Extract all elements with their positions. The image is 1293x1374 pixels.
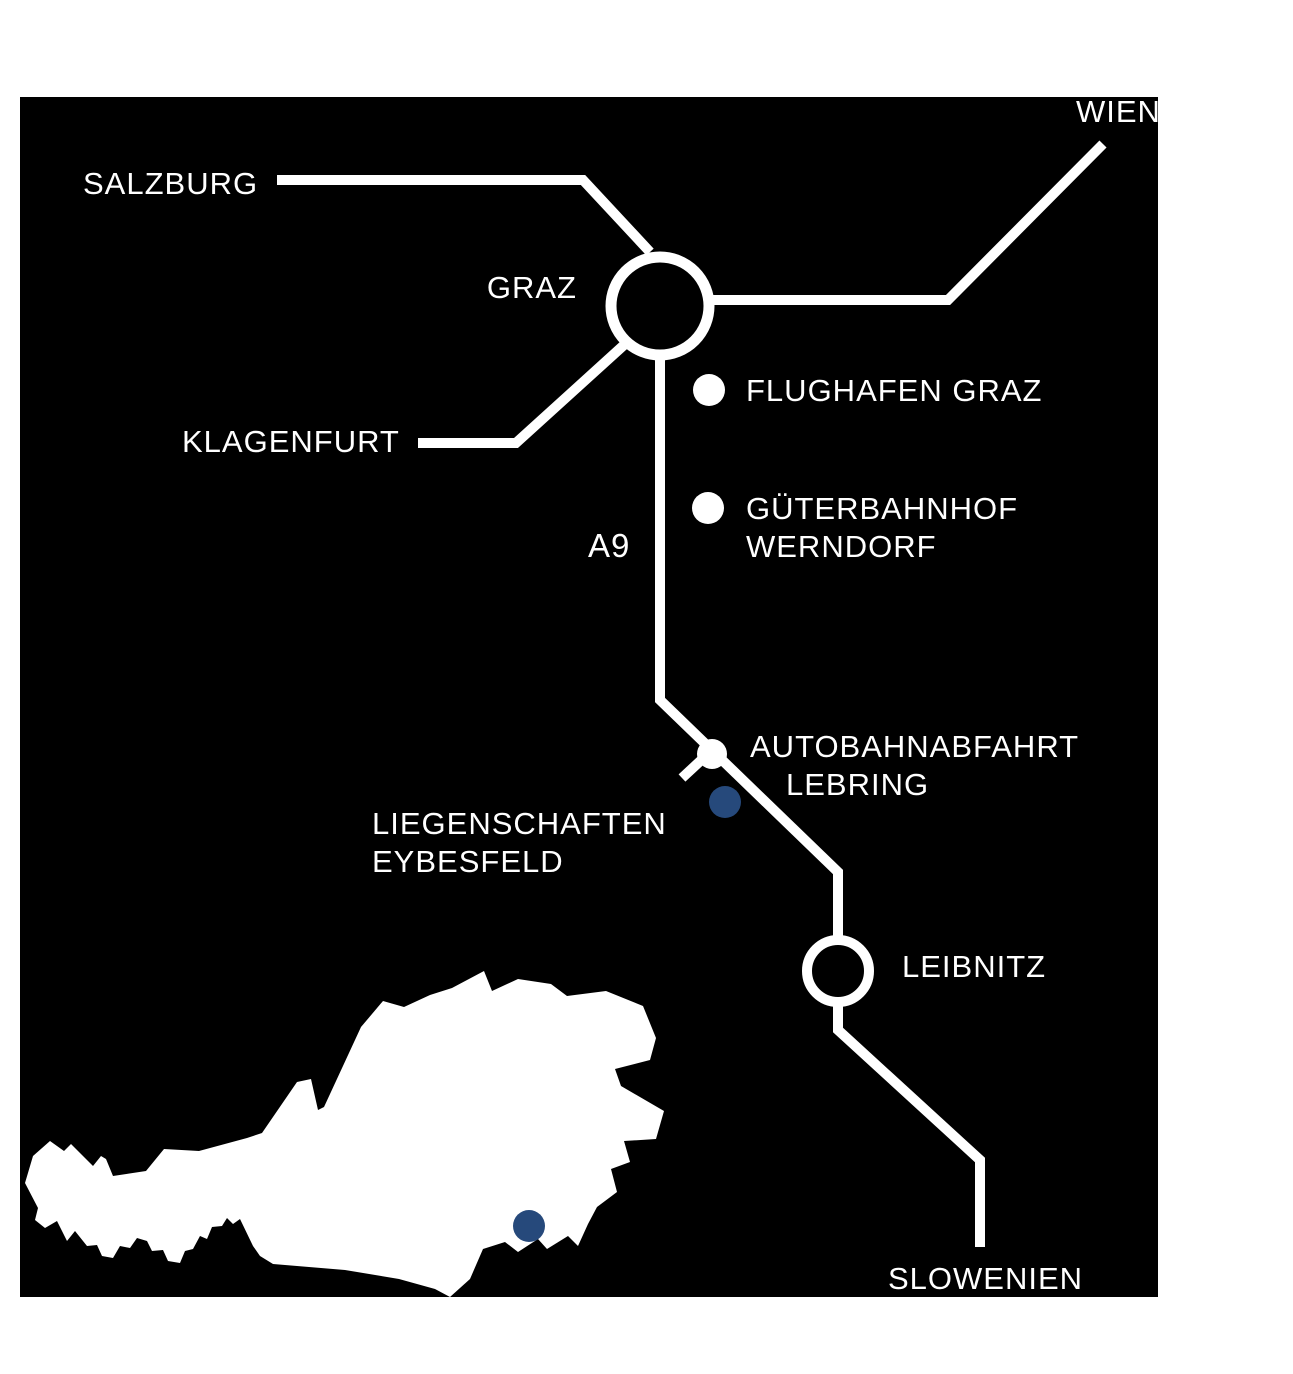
label-gueterbahnhof: GÜTERBAHNHOF [746, 491, 1018, 526]
liegenschaften-eybesfeld-dot-icon [709, 786, 741, 818]
label-autobahnabfahrt: AUTOBAHNABFAHRT [750, 729, 1079, 764]
labels-group: SALZBURG WIEN GRAZ KLAGENFURT FLUGHAFEN … [83, 94, 1161, 1296]
gueterbahnhof-werndorf-dot-icon [692, 492, 724, 524]
label-a9: A9 [588, 527, 630, 564]
label-wien: WIEN [1076, 94, 1161, 129]
markers-group [513, 374, 741, 1242]
label-leibnitz: LEIBNITZ [902, 949, 1046, 984]
label-werndorf: WERNDORF [746, 529, 937, 564]
label-slowenien: SLOWENIEN [888, 1261, 1083, 1296]
label-eybesfeld: EYBESFELD [372, 844, 564, 879]
label-klagenfurt: KLAGENFURT [182, 424, 400, 459]
autobahnabfahrt-lebring-dot-icon [697, 739, 727, 769]
label-graz: GRAZ [487, 270, 577, 305]
label-salzburg: SALZBURG [83, 166, 258, 201]
leibnitz-ring-icon [802, 935, 874, 1007]
road-klagenfurt [418, 341, 628, 448]
austria-silhouette [25, 971, 664, 1297]
austria-location-dot-icon [513, 1210, 545, 1242]
road-wien [713, 140, 1107, 305]
road-salzburg [277, 175, 654, 256]
label-flughafen-graz: FLUGHAFEN GRAZ [746, 373, 1042, 408]
graz-ring-icon [605, 251, 715, 361]
label-liegenschaften: LIEGENSCHAFTEN [372, 806, 667, 841]
label-lebring: LEBRING [786, 767, 929, 802]
flughafen-graz-dot-icon [693, 374, 725, 406]
